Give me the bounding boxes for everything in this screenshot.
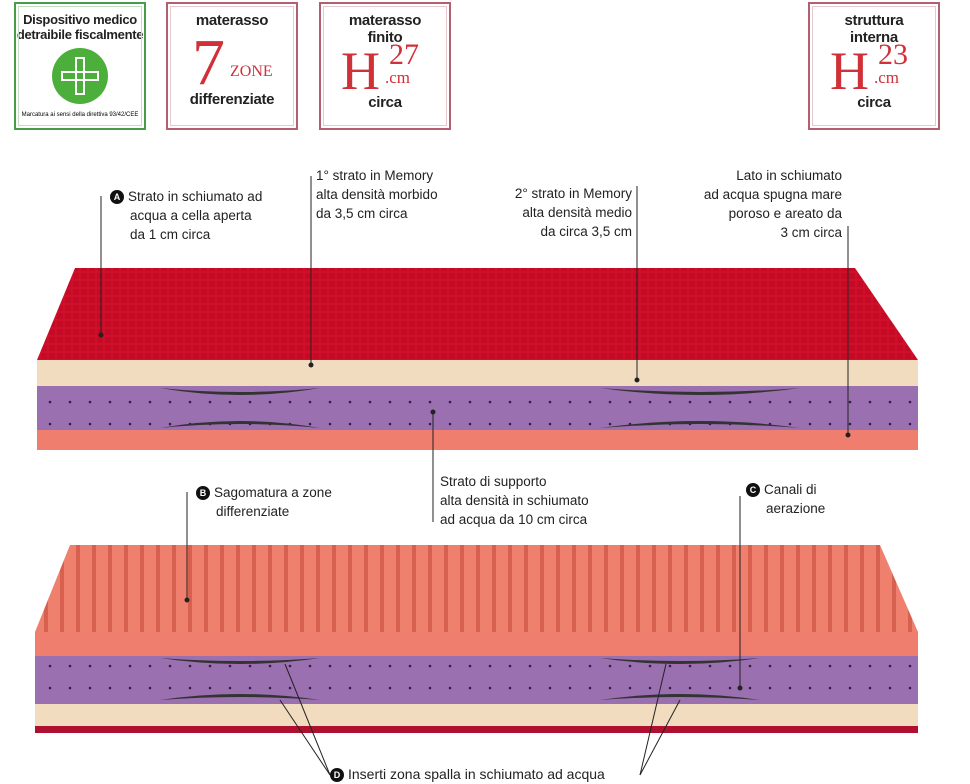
medical-device-badge: Dispositivo medico detraibile fiscalment… xyxy=(14,2,146,130)
badge-text: struttura xyxy=(844,12,904,29)
side-layer xyxy=(37,430,918,450)
label-line: ad acqua da 10 cm circa xyxy=(440,512,588,527)
label-line: alta densità in schiumato xyxy=(440,493,589,508)
profiled-surface xyxy=(35,545,918,632)
mattress-layered xyxy=(37,268,918,450)
marker-b-icon: B xyxy=(196,486,210,500)
label-b-zones: B Sagomatura a zone differenziate xyxy=(196,483,332,521)
badge-text: circa xyxy=(857,94,891,111)
badge-note: Marcatura ai sensi della direttiva 93/42… xyxy=(21,112,139,118)
height-internal-badge: struttura interna H 23 .cm circa xyxy=(808,2,940,130)
marker-d-icon: D xyxy=(330,768,344,782)
badge-text: materasso xyxy=(348,12,422,29)
label-line: Canali di xyxy=(764,482,817,497)
shoulder-inserts xyxy=(160,388,800,428)
height-unit: .cm xyxy=(385,68,411,87)
badge-text: interna xyxy=(850,29,898,46)
badge-text: materasso xyxy=(195,12,269,29)
mattress-profiled xyxy=(35,545,918,733)
marker-a-icon: A xyxy=(110,190,124,204)
badge-text: differenziate xyxy=(189,91,275,108)
badge-text: Dispositivo medico xyxy=(23,12,137,27)
label-line: alta densità medio xyxy=(522,205,632,220)
label-line: 3 cm circa xyxy=(780,225,842,240)
label-a-open-cell-layer: A Strato in schiumato ad acqua a cella ap… xyxy=(110,187,262,244)
label-line: 1° strato in Memory xyxy=(316,168,434,183)
marker-c-icon: C xyxy=(746,483,760,497)
badge-text: detraibile fiscalmente xyxy=(16,27,144,42)
top-layer-red xyxy=(37,268,918,360)
medical-cross-icon xyxy=(52,48,108,104)
label-line: acqua a cella aperta xyxy=(130,208,252,223)
label-line: differenziate xyxy=(216,504,290,519)
label-line: poroso e areato da xyxy=(728,206,842,221)
height-unit: .cm xyxy=(874,68,900,87)
label-memory-1: 1° strato in Memory alta densità morbido d… xyxy=(316,166,438,223)
label-line: alta densità morbido xyxy=(316,187,438,202)
label-side-layer: Lato in schiumato ad acqua spugna mare por… xyxy=(670,166,842,242)
label-line: 2° strato in Memory xyxy=(514,186,632,201)
label-line: Strato in schiumato ad xyxy=(128,189,263,204)
zones-number: 7 xyxy=(192,26,225,99)
label-support-layer: Strato di supporto alta densità in schium… xyxy=(440,472,589,529)
height-number: 23 xyxy=(878,38,908,71)
label-line: da circa 3,5 cm xyxy=(540,224,632,239)
label-line: Lato in schiumato xyxy=(736,168,842,183)
label-line: da 1 cm circa xyxy=(130,227,211,242)
label-line: da 3,5 cm circa xyxy=(316,206,408,221)
zones-badge: materasso 7 ZONE differenziate xyxy=(166,2,298,130)
label-d-inserts: D Inserti zona spalla in schiumato ad acq… xyxy=(330,765,605,784)
label-memory-2: 2° strato in Memory alta densità medio da … xyxy=(490,184,632,241)
height-number: 27 xyxy=(389,38,419,71)
leader-lines xyxy=(98,176,851,776)
label-line: Strato di supporto xyxy=(440,474,547,489)
badge-text: circa xyxy=(368,94,402,111)
label-line: Inserti zona spalla in schiumato ad acqu… xyxy=(348,766,605,782)
badge-text: finito xyxy=(367,29,403,46)
zones-unit: ZONE xyxy=(230,63,273,80)
height-letter: H xyxy=(830,41,869,101)
label-line: ad acqua spugna mare xyxy=(703,187,842,202)
height-finished-badge: materasso finito H 27 .cm circa xyxy=(319,2,451,130)
memory-layer xyxy=(37,360,918,386)
height-letter: H xyxy=(341,41,380,101)
label-c-channels: C Canali di aerazione xyxy=(746,480,825,518)
label-line: Sagomatura a zone xyxy=(214,485,332,500)
label-line: aerazione xyxy=(766,501,826,516)
